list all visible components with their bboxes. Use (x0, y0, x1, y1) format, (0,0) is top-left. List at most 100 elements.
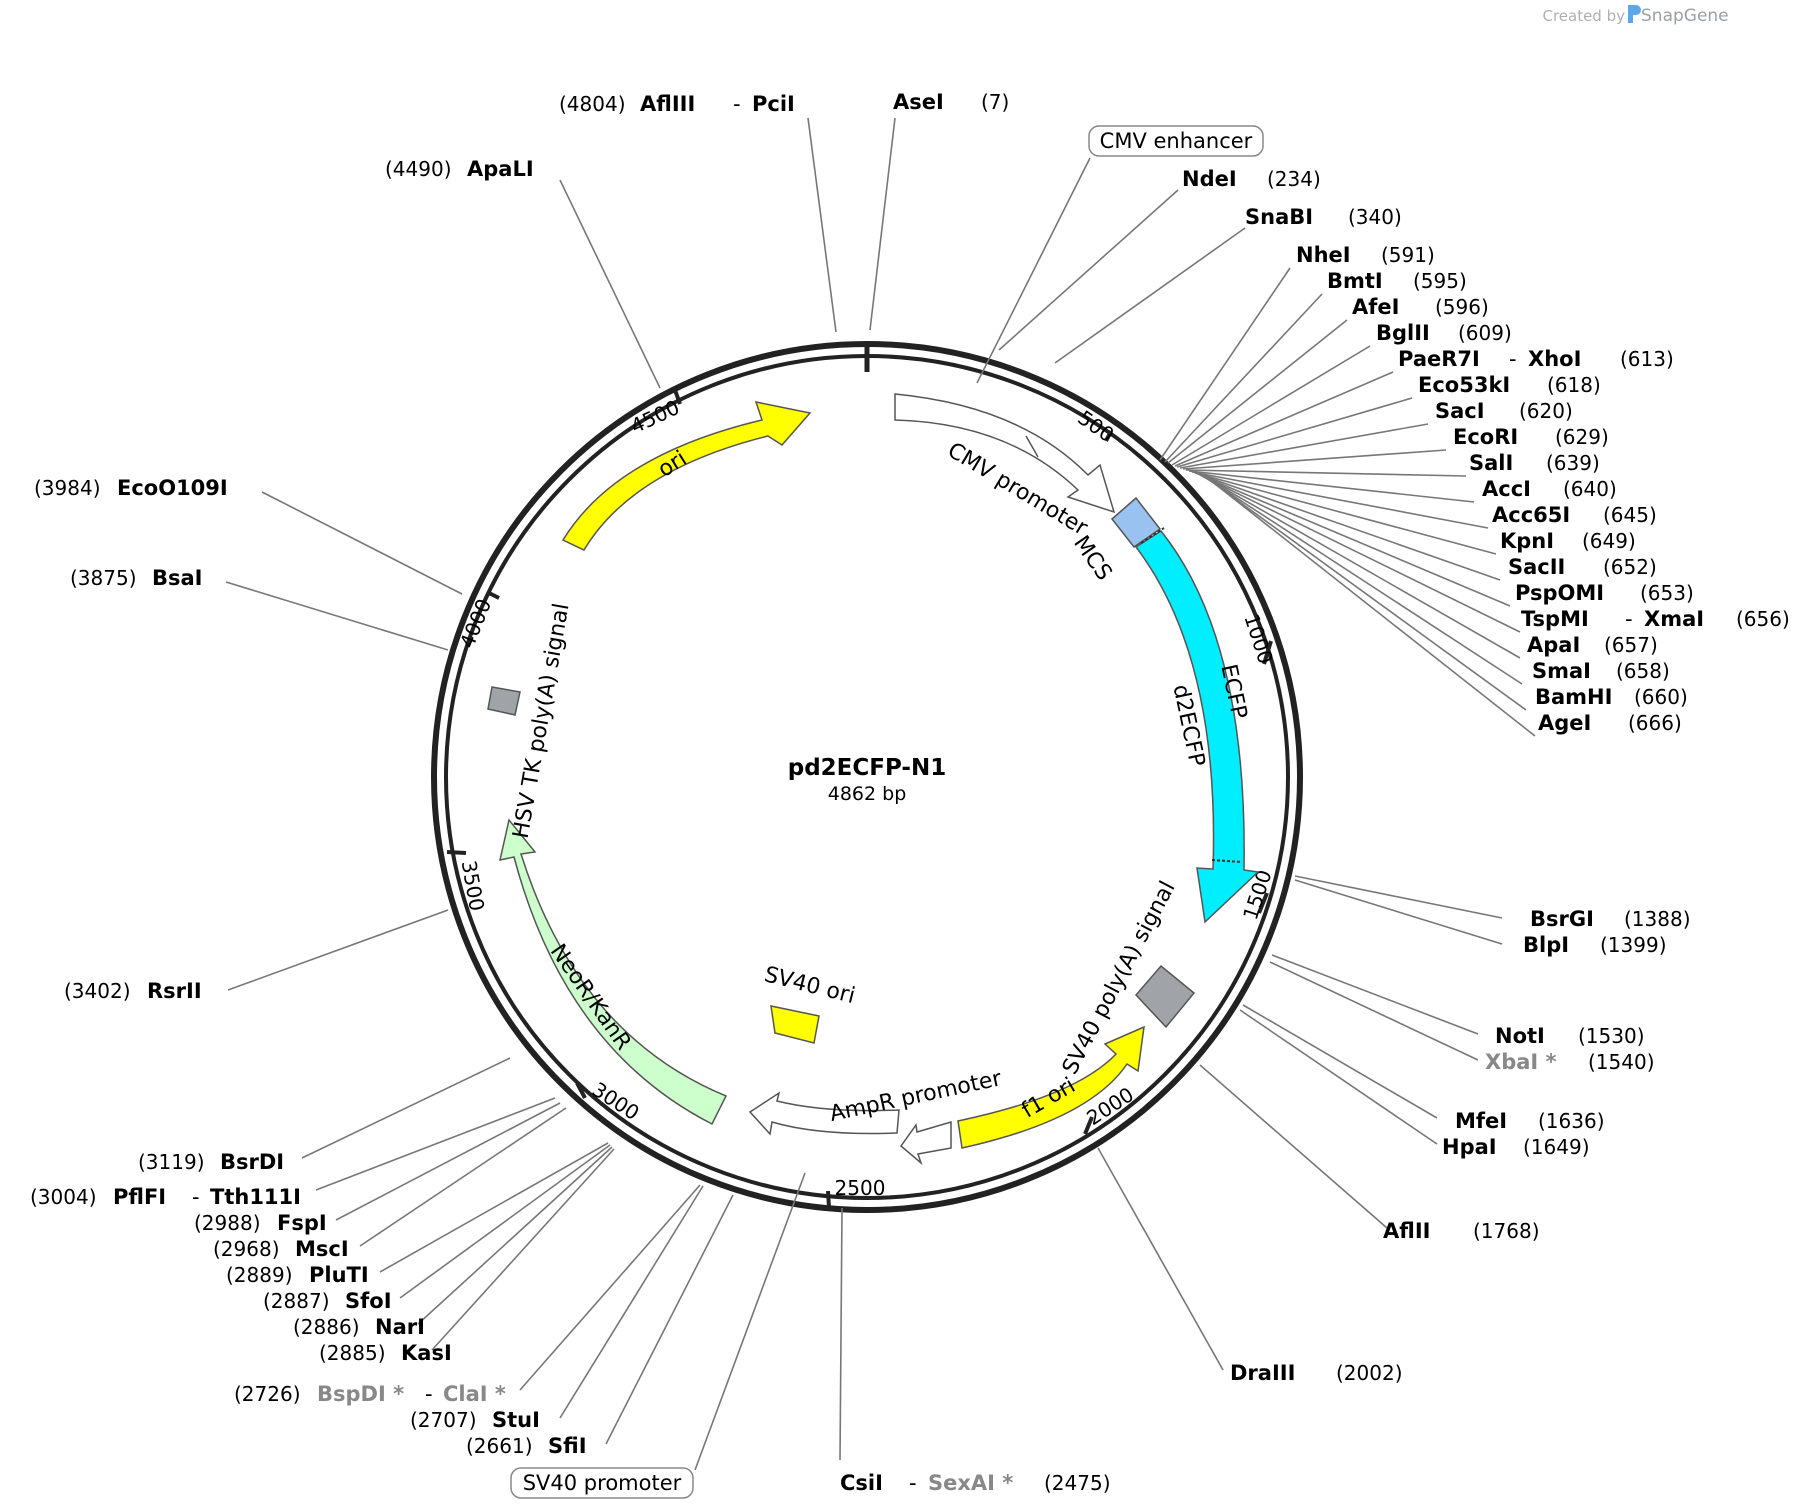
site-pos: (1388) (1624, 907, 1691, 931)
site-bglii[interactable]: BglII (1376, 321, 1430, 345)
site-mfei[interactable]: MfeI (1455, 1109, 1507, 1133)
leader-line (1185, 469, 1467, 477)
site-pos: (657) (1604, 633, 1658, 657)
site-draiii[interactable]: DraIII (1230, 1361, 1295, 1385)
site-snabi[interactable]: SnaBI (1245, 205, 1313, 229)
snapgene-credit[interactable]: Created by SnapGene (1542, 5, 1729, 26)
site-pos: (618) (1547, 373, 1601, 397)
site-xmai[interactable]: XmaI (1644, 607, 1704, 631)
tick-mark (575, 1082, 587, 1099)
leader-line (1199, 474, 1511, 607)
site-nhei[interactable]: NheI (1296, 243, 1351, 267)
site-xbai[interactable]: XbaI * (1485, 1050, 1557, 1074)
site-apai[interactable]: ApaI (1527, 633, 1580, 657)
site-nari[interactable]: NarI (375, 1315, 425, 1339)
site-asei[interactable]: AseI (893, 90, 944, 114)
sv40-ori-feature[interactable] (770, 1005, 820, 1044)
leader-line (335, 1102, 561, 1221)
site-paer7i[interactable]: PaeR7I (1398, 347, 1480, 371)
d2-junction (1211, 859, 1243, 863)
site-apali[interactable]: ApaLI (467, 157, 534, 181)
ori-feature[interactable] (561, 401, 812, 551)
ecfp-feature[interactable] (1134, 530, 1260, 924)
site-tspmi[interactable]: TspMI (1521, 607, 1589, 631)
leader-line (315, 1097, 556, 1191)
site-csii[interactable]: CsiI (840, 1471, 883, 1495)
site-stui[interactable]: StuI (492, 1408, 540, 1432)
site-afei[interactable]: AfeI (1352, 295, 1399, 319)
credit-prefix: Created by (1542, 7, 1625, 25)
site-hpai[interactable]: HpaI (1442, 1135, 1497, 1159)
site-clai[interactable]: ClaI * (443, 1382, 506, 1406)
leader-line (1191, 471, 1489, 529)
site-pos: (640) (1563, 477, 1617, 501)
cmv-promoter-feature[interactable] (894, 393, 1116, 514)
site-eco53ki[interactable]: Eco53kI (1418, 373, 1510, 397)
site-agei[interactable]: AgeI (1538, 711, 1591, 735)
site-smai[interactable]: SmaI (1532, 659, 1591, 683)
site-kasi[interactable]: KasI (401, 1341, 452, 1365)
snapgene-logo-icon (1628, 5, 1641, 23)
ampr-promoter-head[interactable] (899, 1120, 952, 1166)
site-pos: (652) (1603, 555, 1657, 579)
site-acci[interactable]: AccI (1482, 477, 1531, 501)
leader-lines (225, 117, 1536, 1471)
site-rsrii[interactable]: RsrII (147, 979, 202, 1003)
site-pos: (3984) (34, 476, 101, 500)
leader-line (227, 909, 449, 991)
credit-brand: SnapGene (1641, 6, 1729, 26)
tick-mark (446, 850, 467, 855)
site-msci[interactable]: MscI (295, 1237, 349, 1261)
site-bmti[interactable]: BmtI (1327, 269, 1383, 293)
site-pspomi[interactable]: PspOMI (1515, 581, 1604, 605)
leader-line (1207, 478, 1527, 711)
leader-line (1054, 227, 1246, 364)
site-blpi[interactable]: BlpI (1523, 933, 1569, 957)
site-pluti[interactable]: PluTI (309, 1263, 369, 1287)
site-pflfi[interactable]: PflFI (113, 1185, 166, 1209)
site-sfoi[interactable]: SfoI (345, 1289, 392, 1313)
site-ecori[interactable]: EcoRI (1453, 425, 1518, 449)
f1-ori-feature[interactable] (957, 1025, 1145, 1149)
site-aflii[interactable]: AflII (1383, 1219, 1430, 1243)
site-saci[interactable]: SacI (1435, 399, 1485, 423)
site-pcii[interactable]: PciI (752, 92, 795, 116)
ampr-promoter-feature[interactable] (748, 1091, 900, 1136)
site-sacii[interactable]: SacII (1508, 555, 1565, 579)
leader-line (1159, 267, 1291, 461)
mcs-feature[interactable] (1110, 496, 1162, 549)
site-noti[interactable]: NotI (1495, 1024, 1545, 1048)
site-bsrgi[interactable]: BsrGI (1530, 907, 1594, 931)
callout-box (1088, 125, 1264, 157)
site-ndei[interactable]: NdeI (1182, 167, 1237, 191)
neor-feature[interactable] (499, 818, 728, 1126)
tick-mark (1257, 892, 1269, 914)
site-sali[interactable]: SalI (1469, 451, 1513, 475)
tick-mark (488, 591, 500, 600)
sv40-promoter-callout[interactable]: SV40 promoter (510, 1467, 694, 1499)
site-fspi[interactable]: FspI (277, 1211, 327, 1235)
hsv-polya-feature[interactable] (487, 686, 521, 716)
site-afliii[interactable]: AflIII (640, 92, 695, 116)
site-kpni[interactable]: KpnI (1500, 529, 1554, 553)
site-tth111i[interactable]: Tth111I (210, 1185, 301, 1209)
site-sexai[interactable]: SexAI * (928, 1471, 1013, 1495)
site-bspdi[interactable]: BspDI * (317, 1382, 404, 1406)
site-sfii[interactable]: SfiI (548, 1434, 587, 1458)
site-pos: (1649) (1523, 1135, 1590, 1159)
site-acc65i[interactable]: Acc65I (1492, 503, 1570, 527)
leader-line (1164, 293, 1323, 463)
site-bsrdi[interactable]: BsrDI (220, 1150, 284, 1174)
site-ecoo109i[interactable]: EcoO109I (117, 476, 228, 500)
site-bamhi[interactable]: BamHI (1535, 685, 1612, 709)
scale-ticks (446, 389, 1273, 1209)
cmv-promoter-divider (1025, 435, 1039, 458)
site-bsai[interactable]: BsaI (152, 566, 203, 590)
leader-line (1199, 1064, 1388, 1229)
site-pos: (660) (1634, 685, 1688, 709)
site-xhoi[interactable]: XhoI (1528, 347, 1581, 371)
leader-line (1203, 476, 1521, 659)
site-sep: - (909, 1471, 917, 1495)
sv40-polya-feature[interactable] (1134, 964, 1196, 1029)
cmv-enhancer-callout[interactable]: CMV enhancer (1088, 125, 1264, 157)
